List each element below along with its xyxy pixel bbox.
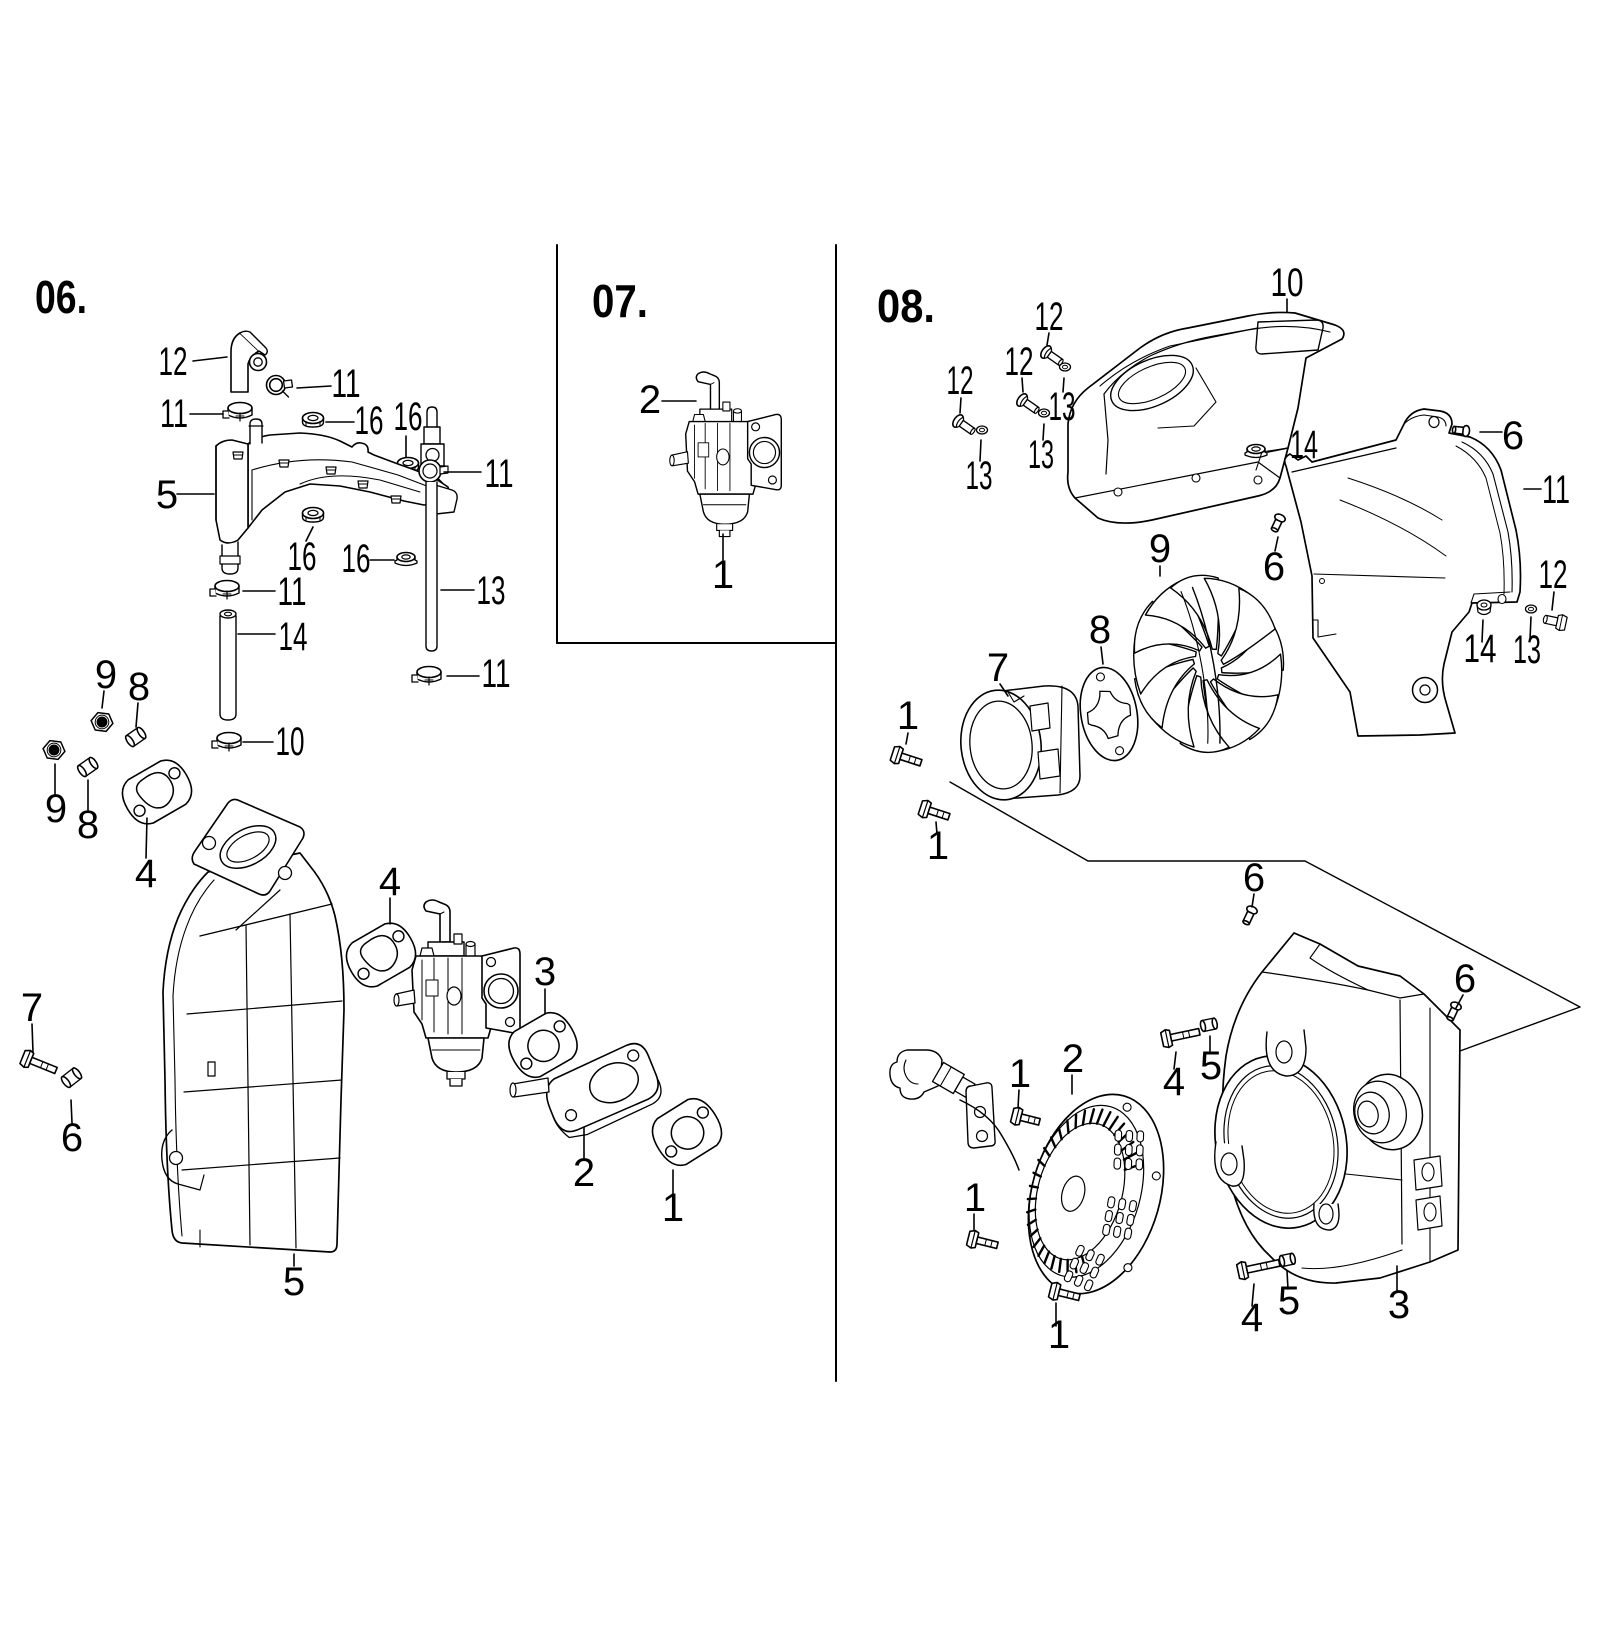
svg-text:1: 1 bbox=[712, 553, 734, 597]
svg-text:11: 11 bbox=[332, 362, 361, 406]
svg-text:1: 1 bbox=[662, 1186, 684, 1230]
svg-text:11: 11 bbox=[278, 570, 307, 614]
svg-text:8: 8 bbox=[128, 665, 150, 709]
svg-text:13: 13 bbox=[1028, 433, 1054, 477]
svg-text:1: 1 bbox=[897, 694, 919, 738]
svg-text:4: 4 bbox=[1241, 1296, 1263, 1340]
svg-text:12: 12 bbox=[947, 359, 974, 403]
svg-text:14: 14 bbox=[1290, 423, 1318, 467]
svg-text:2: 2 bbox=[639, 378, 661, 422]
svg-text:16: 16 bbox=[342, 537, 371, 581]
svg-text:13: 13 bbox=[966, 454, 993, 498]
svg-text:12: 12 bbox=[159, 340, 188, 384]
svg-text:16: 16 bbox=[355, 399, 384, 443]
svg-text:14: 14 bbox=[279, 615, 308, 659]
svg-text:13: 13 bbox=[1513, 628, 1541, 672]
svg-text:12: 12 bbox=[1539, 553, 1568, 597]
svg-text:11: 11 bbox=[1542, 468, 1570, 512]
svg-text:4: 4 bbox=[379, 860, 401, 904]
svg-text:1: 1 bbox=[964, 1176, 986, 1220]
svg-text:2: 2 bbox=[1062, 1037, 1084, 1081]
svg-text:5: 5 bbox=[1200, 1044, 1222, 1088]
svg-text:6: 6 bbox=[1243, 856, 1265, 900]
svg-text:7: 7 bbox=[21, 986, 43, 1030]
svg-text:16: 16 bbox=[288, 535, 317, 579]
svg-text:5: 5 bbox=[1278, 1279, 1300, 1323]
svg-text:8: 8 bbox=[1089, 608, 1111, 652]
svg-text:12: 12 bbox=[1035, 295, 1064, 339]
svg-text:6: 6 bbox=[1502, 414, 1524, 458]
svg-text:11: 11 bbox=[160, 392, 188, 436]
svg-text:12: 12 bbox=[1005, 340, 1034, 384]
svg-text:5: 5 bbox=[283, 1260, 305, 1304]
svg-text:1: 1 bbox=[1048, 1313, 1070, 1357]
svg-text:10: 10 bbox=[1271, 261, 1304, 305]
svg-text:3: 3 bbox=[1388, 1283, 1410, 1327]
svg-text:1: 1 bbox=[1009, 1052, 1031, 1096]
svg-text:14: 14 bbox=[1464, 627, 1497, 671]
svg-text:6: 6 bbox=[61, 1116, 83, 1160]
svg-text:08.: 08. bbox=[877, 280, 935, 332]
svg-text:9: 9 bbox=[1149, 527, 1171, 571]
svg-text:6: 6 bbox=[1454, 957, 1476, 1001]
svg-text:13: 13 bbox=[1049, 385, 1076, 429]
svg-text:4: 4 bbox=[1163, 1060, 1185, 1104]
svg-text:9: 9 bbox=[45, 787, 67, 831]
svg-text:5: 5 bbox=[156, 473, 178, 517]
svg-text:11: 11 bbox=[485, 452, 514, 496]
svg-text:7: 7 bbox=[987, 646, 1009, 690]
svg-text:3: 3 bbox=[534, 950, 556, 994]
svg-text:16: 16 bbox=[394, 395, 423, 439]
svg-text:06.: 06. bbox=[35, 271, 87, 323]
svg-text:6: 6 bbox=[1263, 545, 1285, 589]
svg-text:1: 1 bbox=[927, 824, 949, 868]
svg-text:2: 2 bbox=[573, 1151, 595, 1195]
svg-text:10: 10 bbox=[276, 720, 305, 764]
svg-text:11: 11 bbox=[482, 652, 511, 696]
svg-text:07.: 07. bbox=[592, 275, 648, 327]
svg-text:4: 4 bbox=[135, 852, 157, 896]
svg-text:9: 9 bbox=[95, 653, 117, 697]
svg-text:13: 13 bbox=[477, 569, 506, 613]
svg-text:8: 8 bbox=[77, 803, 99, 847]
